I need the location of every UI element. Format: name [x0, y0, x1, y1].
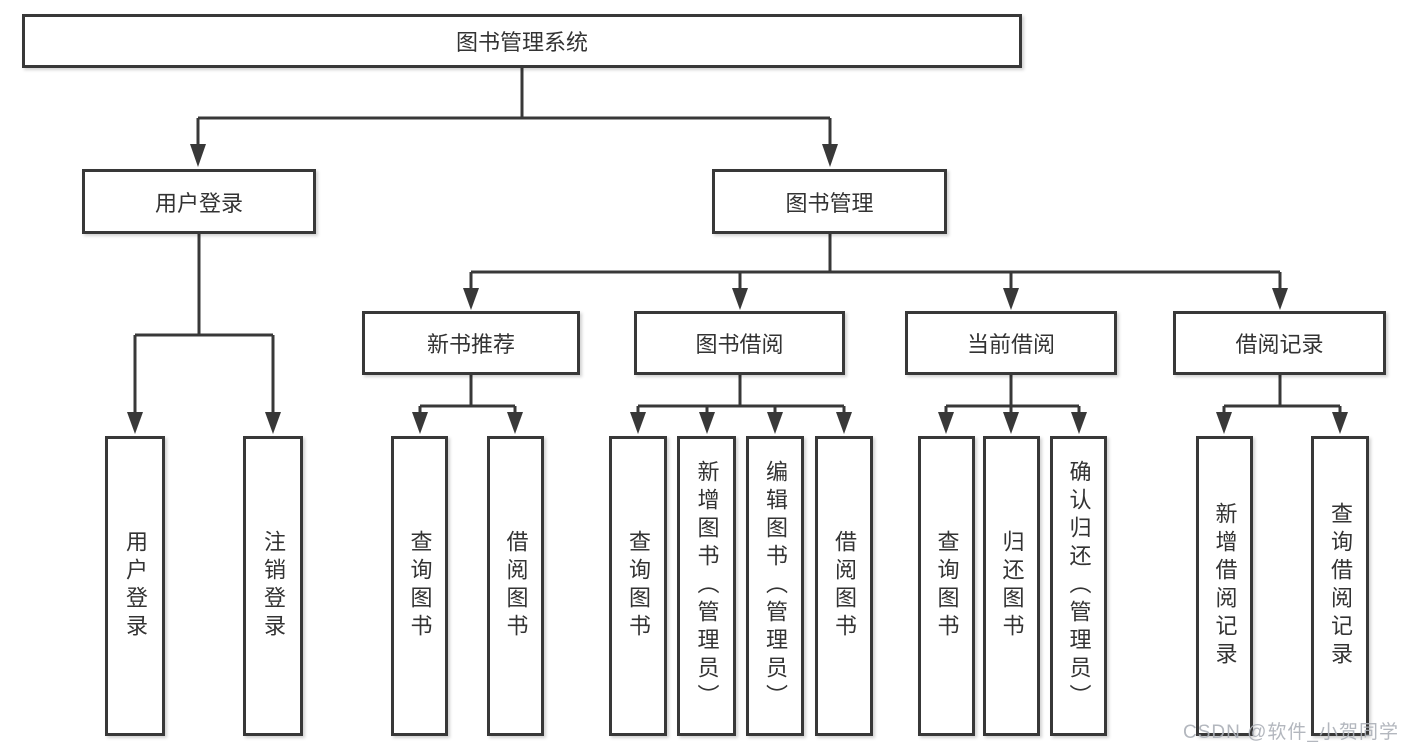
- arrowhead-icon: [190, 144, 206, 167]
- node-user-login-label: 用户登录: [154, 190, 243, 216]
- node-borrow-edit-books-admin-label: 编辑图书（管理员）: [763, 460, 788, 712]
- node-borrow-borrow-books: 借阅图书: [815, 436, 873, 736]
- arrowheads-book-management: [463, 288, 1288, 310]
- node-current-borrow-label: 当前借阅: [966, 332, 1055, 357]
- arrowhead-icon: [1272, 288, 1288, 310]
- node-current-confirm-return-admin-label: 确认归还（管理员）: [1066, 460, 1092, 712]
- arrowheads-new-book: [412, 412, 523, 434]
- node-new-book-recommend-label: 新书推荐: [426, 332, 515, 357]
- node-book-management: 图书管理: [712, 169, 947, 234]
- node-current-confirm-return-admin: 确认归还（管理员）: [1050, 436, 1107, 736]
- arrowheads-current-borrow: [938, 412, 1087, 434]
- node-borrow-edit-books-admin: 编辑图书（管理员）: [746, 436, 804, 736]
- node-current-query-books: 查询图书: [918, 436, 975, 736]
- connector-path: [944, 375, 1081, 413]
- arrowhead-icon: [767, 412, 783, 434]
- node-logout-label: 注销登录: [261, 530, 286, 642]
- connector-path: [1222, 375, 1342, 413]
- node-borrow-borrow-books-label: 借阅图书: [832, 530, 857, 642]
- arrowheads-root: [190, 144, 838, 167]
- node-record-query-borrow-record-label: 查询借阅记录: [1328, 502, 1353, 670]
- node-record-add-borrow-record: 新增借阅记录: [1196, 436, 1253, 736]
- connector-group-borrow-record: [1222, 375, 1342, 413]
- node-record-add-borrow-record-label: 新增借阅记录: [1212, 502, 1238, 670]
- node-user-login: 用户登录: [82, 169, 316, 234]
- node-borrow-add-books-admin: 新增图书（管理员）: [677, 436, 736, 736]
- node-current-query-books-label: 查询图书: [934, 530, 960, 642]
- csdn-watermark: CSDN @软件_小贺同学: [1183, 722, 1399, 743]
- node-borrow-query-books-label: 查询图书: [626, 530, 651, 642]
- arrowheads-borrow-record: [1216, 412, 1348, 434]
- node-book-management-label: 图书管理: [785, 190, 874, 216]
- node-borrow-query-books: 查询图书: [609, 436, 667, 736]
- arrowheads-user-login: [127, 412, 281, 434]
- node-borrow-add-books-admin-label: 新增图书（管理员）: [694, 460, 720, 712]
- node-new-book-recommend: 新书推荐: [362, 311, 580, 375]
- node-root: 图书管理系统: [22, 14, 1022, 68]
- arrowheads-book-borrow: [630, 412, 852, 434]
- node-login-label: 用户登录: [123, 530, 148, 642]
- node-newbook-query-books: 查询图书: [391, 436, 448, 736]
- connector-path: [196, 68, 832, 146]
- connector-path: [469, 234, 1282, 289]
- connector-group-new-book: [418, 375, 517, 413]
- node-book-borrow: 图书借阅: [634, 311, 845, 375]
- node-borrow-record: 借阅记录: [1173, 311, 1386, 375]
- node-newbook-borrow-books-label: 借阅图书: [503, 530, 529, 642]
- node-newbook-borrow-books: 借阅图书: [487, 436, 544, 736]
- node-borrow-record-label: 借阅记录: [1235, 332, 1324, 357]
- arrowhead-icon: [1003, 288, 1019, 310]
- node-newbook-query-books-label: 查询图书: [407, 530, 433, 642]
- connector-path: [133, 234, 275, 413]
- node-logout: 注销登录: [243, 436, 303, 736]
- node-root-label: 图书管理系统: [455, 30, 588, 55]
- arrowhead-icon: [822, 144, 838, 167]
- arrowhead-icon: [463, 288, 479, 310]
- connector-group-root: [196, 68, 832, 146]
- arrowhead-icon: [265, 412, 281, 434]
- node-record-query-borrow-record: 查询借阅记录: [1311, 436, 1369, 736]
- arrowhead-icon: [1003, 412, 1019, 434]
- connector-path: [418, 375, 517, 413]
- arrowhead-icon: [938, 412, 954, 434]
- arrowhead-icon: [1071, 412, 1087, 434]
- node-login: 用户登录: [105, 436, 165, 736]
- arrowhead-icon: [699, 412, 715, 434]
- connector-group-book-management: [469, 234, 1282, 289]
- node-current-borrow: 当前借阅: [905, 311, 1117, 375]
- arrowhead-icon: [1216, 412, 1232, 434]
- arrowhead-icon: [412, 412, 428, 434]
- node-current-return-books: 归还图书: [983, 436, 1040, 736]
- connector-group-current-borrow: [944, 375, 1081, 413]
- connector-group-user-login: [133, 234, 275, 413]
- connector-path: [636, 375, 846, 413]
- arrowhead-icon: [630, 412, 646, 434]
- arrowhead-icon: [127, 412, 143, 434]
- arrowhead-icon: [732, 288, 748, 310]
- arrowhead-icon: [836, 412, 852, 434]
- node-book-borrow-label: 图书借阅: [695, 332, 784, 357]
- node-current-return-books-label: 归还图书: [999, 530, 1025, 642]
- arrowhead-icon: [507, 412, 523, 434]
- arrowhead-icon: [1332, 412, 1348, 434]
- connector-group-book-borrow: [636, 375, 846, 413]
